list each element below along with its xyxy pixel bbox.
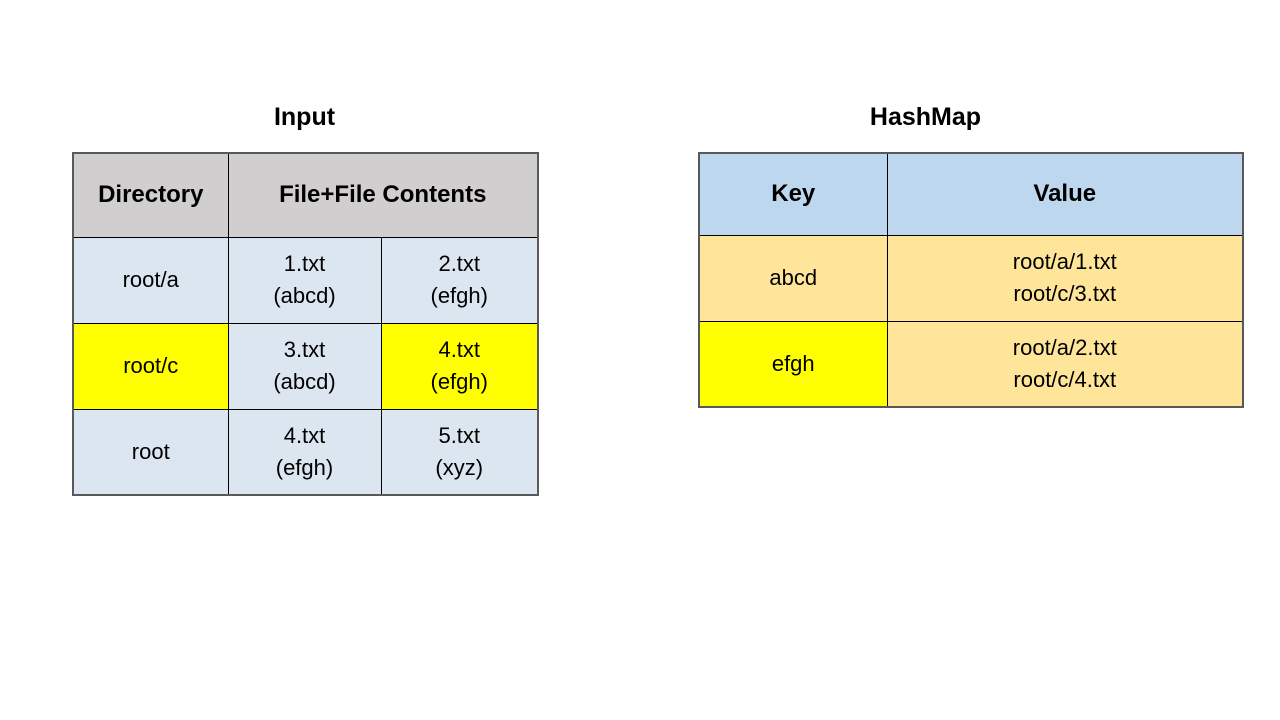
input-title: Input — [273, 103, 336, 131]
hashmap-title: HashMap — [869, 103, 982, 131]
hashmap-table: Key Value abcd root/a/1.txt root/c/3.txt… — [698, 152, 1244, 408]
value-line: root/c/4.txt — [1013, 366, 1117, 392]
hashmap-header-key: Key — [698, 152, 888, 236]
file-cell: 3.txt (abcd) — [227, 322, 382, 410]
file-cell: 4.txt (efgh) — [227, 408, 382, 496]
input-table: Directory File+File Contents root/a 1.tx… — [72, 152, 539, 496]
file-cell-highlighted: 4.txt (efgh) — [380, 322, 539, 410]
hashmap-header-value: Value — [886, 152, 1244, 236]
file-cell: 1.txt (abcd) — [227, 236, 382, 324]
file-cell: 5.txt (xyz) — [380, 408, 539, 496]
file-contents: (efgh) — [275, 454, 334, 480]
hashmap-row-efgh: efgh root/a/2.txt root/c/4.txt — [698, 320, 1244, 408]
file-contents: (efgh) — [430, 283, 488, 308]
file-contents: (abcd) — [273, 283, 336, 308]
file-name: 3.txt — [283, 337, 326, 362]
file-name: 5.txt — [438, 422, 481, 448]
value-cell: root/a/1.txt root/c/3.txt — [886, 234, 1244, 322]
directory-cell: root — [72, 408, 229, 496]
file-name: 4.txt — [438, 337, 481, 362]
key-cell-highlighted: efgh — [698, 320, 888, 408]
file-contents: (xyz) — [435, 454, 484, 480]
file-name: 2.txt — [438, 251, 481, 276]
input-row-root-a: root/a 1.txt (abcd) 2.txt (efgh) — [72, 236, 539, 324]
file-contents: (abcd) — [273, 369, 336, 394]
directory-cell-highlighted: root/c — [72, 322, 229, 410]
directory-cell: root/a — [72, 236, 229, 324]
value-cell: root/a/2.txt root/c/4.txt — [886, 320, 1244, 408]
file-contents: (efgh) — [430, 369, 488, 394]
file-name: 4.txt — [283, 422, 326, 448]
input-section: Input Directory File+File Contents root/… — [72, 100, 539, 496]
key-cell: abcd — [698, 234, 888, 322]
input-header-files: File+File Contents — [227, 152, 539, 238]
hashmap-header-row: Key Value — [698, 152, 1244, 236]
file-name: 1.txt — [283, 251, 326, 276]
hashmap-section: HashMap Key Value abcd root/a/1.txt root… — [698, 100, 1244, 408]
hashmap-row-abcd: abcd root/a/1.txt root/c/3.txt — [698, 234, 1244, 322]
input-header-directory: Directory — [72, 152, 229, 238]
value-line: root/a/2.txt — [1012, 334, 1117, 360]
input-header-row: Directory File+File Contents — [72, 152, 539, 238]
value-line: root/c/3.txt — [1013, 281, 1117, 306]
file-cell: 2.txt (efgh) — [380, 236, 539, 324]
value-line: root/a/1.txt — [1012, 249, 1117, 274]
input-row-root: root 4.txt (efgh) 5.txt (xyz) — [72, 408, 539, 496]
input-row-root-c: root/c 3.txt (abcd) 4.txt (efgh) — [72, 322, 539, 410]
